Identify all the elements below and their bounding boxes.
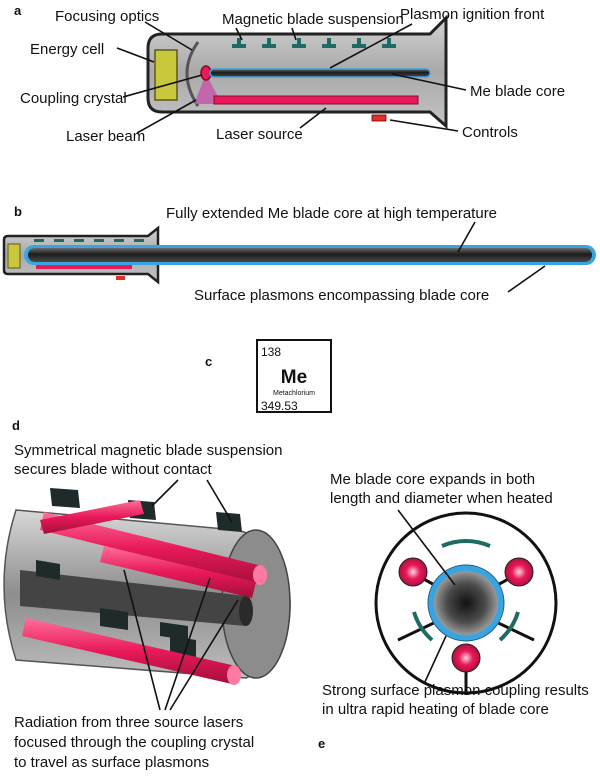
panel-d-leaders <box>123 479 239 711</box>
label-d-top-1: Symmetrical magnetic blade suspension <box>14 442 282 459</box>
label-d-bottom-3: to travel as surface plasmons <box>14 754 209 771</box>
label-controls: Controls <box>462 124 518 141</box>
element-number: 138 <box>261 345 281 359</box>
magnetic-suspension-brackets-small <box>34 239 144 242</box>
panel-e-leaders <box>397 509 456 685</box>
panel-b-letter: b <box>14 204 22 219</box>
label-extended-core: Fully extended Me blade core at high tem… <box>166 205 497 222</box>
blade-core-cross-section <box>434 571 498 635</box>
label-e-top-1: Me blade core expands in both <box>330 471 535 488</box>
element-name: Metachlorium <box>273 390 315 397</box>
label-laser-source: Laser source <box>216 126 303 143</box>
label-d-top-2: secures blade without contact <box>14 461 212 478</box>
controls-button-small <box>116 276 125 280</box>
central-blade-core <box>20 570 246 626</box>
magnetic-suspension-brackets <box>232 38 396 48</box>
panel-e-letter: e <box>318 736 325 751</box>
panel-a-letter: a <box>14 3 22 18</box>
label-d-bottom-2: focused through the coupling crystal <box>14 734 254 751</box>
label-e-bottom-2: in ultra rapid heating of blade core <box>322 701 549 718</box>
label-plasmon-front: Plasmon ignition front <box>400 6 545 23</box>
label-d-bottom-1: Radiation from three source lasers <box>14 714 243 731</box>
label-focusing-optics: Focusing optics <box>55 8 159 25</box>
laser-rods <box>22 500 267 685</box>
label-surface-plasmons: Surface plasmons encompassing blade core <box>194 287 489 304</box>
element-mass: 349.53 <box>261 399 298 413</box>
suspension-arcs <box>412 538 520 642</box>
central-core-end <box>239 596 253 626</box>
element-tile <box>256 339 332 413</box>
label-e-top-2: length and diameter when heated <box>330 490 553 507</box>
label-laser-beam: Laser beam <box>66 128 145 145</box>
focusing-optics <box>185 41 200 107</box>
panel-c-letter: c <box>205 354 212 369</box>
laser-source <box>213 95 419 105</box>
element-symbol: Me <box>281 367 307 388</box>
panel-b: b Fully extended Me blade core at high t… <box>2 204 596 304</box>
me-blade-core <box>209 68 431 78</box>
extended-blade-core <box>28 248 592 262</box>
panel-e: Me blade core expands in both length and… <box>318 471 589 751</box>
energy-cell-small <box>7 243 21 269</box>
laser-source-small <box>36 264 132 269</box>
label-magnetic-suspension: Magnetic blade suspension <box>222 11 404 28</box>
panel-a-leaders <box>116 21 467 134</box>
label-energy-cell: Energy cell <box>30 41 104 58</box>
panel-b-leaders <box>457 221 546 293</box>
controls-button <box>371 114 387 122</box>
label-me-blade-core: Me blade core <box>470 83 565 100</box>
energy-cell <box>154 49 178 101</box>
label-e-bottom-1: Strong surface plasmon coupling results <box>322 682 589 699</box>
laser-source-dots <box>398 557 534 673</box>
panel-d-letter: d <box>12 418 20 433</box>
panel-d: d Symmetrical magnetic blade suspension … <box>3 418 291 771</box>
label-coupling-crystal: Coupling crystal <box>20 90 127 107</box>
panel-c: c 138 Me Metachlorium 349.53 <box>205 339 332 413</box>
panel-a: a Focusing optics Magnetic blade suspens… <box>14 3 565 145</box>
